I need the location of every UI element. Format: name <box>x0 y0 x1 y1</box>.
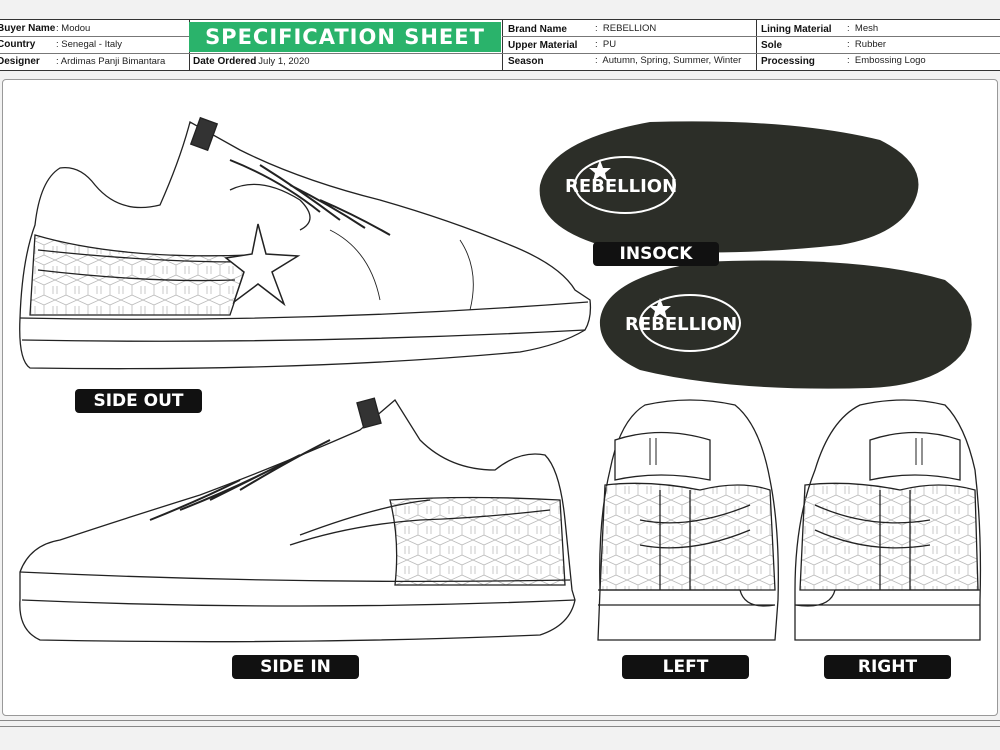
buyer-name-value: : Modou <box>56 23 91 34</box>
country-text: Senegal - Italy <box>61 39 123 50</box>
divider <box>502 20 503 70</box>
row-line <box>502 53 1000 54</box>
date-text: July 1, 2020 <box>258 56 310 67</box>
country-label: Country <box>0 39 36 50</box>
row-line <box>189 53 502 54</box>
sole-label: Sole <box>761 40 783 51</box>
processing-label: Processing <box>761 56 815 67</box>
brand-text: REBELLION <box>602 23 657 34</box>
brand-label: Brand Name <box>508 24 567 35</box>
insock-bottom-drawing: REBELLION <box>599 260 972 389</box>
lining-material-value: : Mesh <box>847 23 879 34</box>
lining-material-label: Lining Material <box>761 24 832 35</box>
insock-logo-bottom: REBELLION <box>625 314 737 335</box>
upper-material-label: Upper Material <box>508 40 578 51</box>
sole-value: : Rubber <box>847 39 887 50</box>
insock-top-drawing: REBELLION <box>539 121 919 253</box>
buyer-name-text: Modou <box>61 23 91 34</box>
side-in-label: SIDE IN <box>232 655 359 679</box>
buyer-name-label: Buyer Name <box>0 23 56 34</box>
side-out-label: SIDE OUT <box>75 389 202 413</box>
season-label: Season <box>508 56 544 67</box>
side-in-shoe-drawing <box>19 397 576 643</box>
left-view-drawing <box>597 399 779 641</box>
designer-label: Designer <box>0 56 40 67</box>
date-label: Date Ordered <box>193 56 257 67</box>
lining-material-text: Mesh <box>854 23 879 34</box>
right-view-drawing <box>794 399 982 641</box>
upper-material-value: : PU <box>595 39 617 50</box>
bottom-border <box>0 720 1000 727</box>
insock-logo-top: REBELLION <box>565 176 677 197</box>
sole-text: Rubber <box>854 39 887 50</box>
right-label: RIGHT <box>824 655 951 679</box>
left-label: LEFT <box>622 655 749 679</box>
upper-material-text: PU <box>602 39 617 50</box>
designer-text: Ardimas Panji Bimantara <box>60 56 166 67</box>
processing-value: : Embossing Logo <box>847 55 926 66</box>
season-value: : Autumn, Spring, Summer, Winter <box>595 55 742 66</box>
country-value: : Senegal - Italy <box>56 39 123 50</box>
sheet-title: SPECIFICATION SHEET <box>189 22 501 52</box>
brand-value: : REBELLION <box>595 23 657 34</box>
designer-value: : Ardimas Panji Bimantara <box>56 56 166 67</box>
side-out-shoe-drawing <box>19 116 592 370</box>
date-value: : July 1, 2020 <box>253 56 310 67</box>
row-line <box>0 53 189 54</box>
insock-label: INSOCK <box>593 242 719 266</box>
row-line <box>0 36 189 37</box>
divider <box>756 20 757 70</box>
season-text: Autumn, Spring, Summer, Winter <box>602 55 742 66</box>
row-line <box>502 36 1000 37</box>
processing-text: Embossing Logo <box>854 55 926 66</box>
spec-header: SPECIFICATION SHEET Buyer Name : Modou C… <box>0 19 1000 71</box>
